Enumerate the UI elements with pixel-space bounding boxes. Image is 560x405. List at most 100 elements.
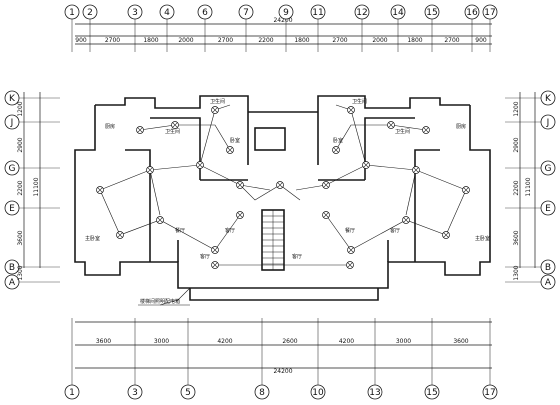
bottom-dim-value: 3000: [154, 338, 169, 345]
axis-bubble-left-B: B: [4, 259, 20, 275]
room-label: 卫生间: [395, 128, 410, 135]
axis-bubble-right-K: K: [540, 90, 556, 106]
axis-bubble-top-14: 14: [390, 4, 406, 20]
axis-bubble-bottom-3: 3: [127, 384, 143, 400]
light-fixture-icon: [346, 261, 354, 269]
svg-text:4: 4: [164, 8, 170, 18]
axis-bubble-bottom-10: 10: [310, 384, 326, 400]
svg-text:10: 10: [312, 388, 324, 398]
light-fixture-icon: [322, 181, 330, 189]
top-dim-value: 1800: [143, 37, 158, 44]
light-fixture-icon: [136, 126, 144, 134]
top-dim-value: 900: [75, 37, 87, 44]
room-label: 客厅: [292, 253, 302, 260]
axis-bubble-top-2: 2: [82, 4, 98, 20]
building-walls: [74, 95, 491, 301]
light-fixture-icon: [211, 261, 219, 269]
light-fixture-icon: [332, 146, 340, 154]
light-fixture-icon: [402, 216, 410, 224]
bottom-dim-value: 3000: [396, 338, 411, 345]
axis-bubble-right-J: J: [540, 114, 556, 130]
right-dim-value: 2200: [513, 180, 520, 195]
svg-text:17: 17: [484, 388, 495, 398]
light-fixture-icon: [146, 166, 154, 174]
room-label: 客厅: [200, 253, 210, 260]
axis-bubble-left-G: G: [4, 160, 20, 176]
top-total-dim: 24200: [273, 17, 292, 24]
axis-bubble-right-E: E: [540, 200, 556, 216]
axis-bubble-bottom-17: 17: [482, 384, 498, 400]
axis-bubble-top-4: 4: [159, 4, 175, 20]
room-labels: 厨房卫生间卫生间主卧室餐厅客厅卧室客厅餐厅卫生间卫生间厨房卧室主卧室客厅客厅: [85, 98, 490, 260]
top-dim-value: 2200: [258, 37, 273, 44]
svg-text:12: 12: [356, 8, 367, 18]
light-fixture-icon: [211, 246, 219, 254]
svg-text:J: J: [546, 118, 550, 128]
axis-bubble-top-6: 6: [197, 4, 213, 20]
top-dim-value: 2700: [105, 37, 120, 44]
bottom-dim-value: 4200: [217, 338, 232, 345]
light-fixture-icon: [442, 231, 450, 239]
top-dim-value: 2000: [372, 37, 387, 44]
svg-text:3: 3: [132, 388, 138, 398]
top-dim-value: 2700: [218, 37, 233, 44]
svg-text:1: 1: [69, 8, 75, 18]
axis-bubble-top-16: 16: [464, 4, 480, 20]
room-label: 卫生间: [352, 98, 367, 105]
light-fixture-icon: [116, 231, 124, 239]
svg-text:15: 15: [426, 8, 437, 18]
left-total-dim: 11100: [33, 177, 40, 196]
left-dim-value: 1300: [17, 265, 24, 280]
axis-bubble-bottom-5: 5: [180, 384, 196, 400]
room-label: 主卧室: [475, 235, 490, 242]
room-label: 卧室: [230, 137, 240, 144]
light-fixture-icon: [96, 186, 104, 194]
light-fixture-icon: [236, 211, 244, 219]
svg-text:A: A: [9, 278, 16, 288]
top-dimension-chains: [75, 23, 492, 45]
svg-text:B: B: [9, 263, 15, 273]
right-dim-value: 1200: [513, 101, 520, 116]
right-dim-value: 3600: [513, 230, 520, 245]
svg-text:2: 2: [87, 8, 93, 18]
room-label: 餐厅: [345, 227, 355, 234]
room-label: 厨房: [456, 123, 466, 130]
top-dim-value: 1800: [407, 37, 422, 44]
axis-bubble-bottom-1: 1: [64, 384, 80, 400]
light-fixture-icon: [211, 106, 219, 114]
svg-text:13: 13: [369, 388, 380, 398]
axis-bubble-bottom-15: 15: [424, 384, 440, 400]
axis-bubble-right-B: B: [540, 259, 556, 275]
svg-text:J: J: [10, 118, 14, 128]
light-fixture-icon: [387, 121, 395, 129]
light-fixture-icon: [171, 121, 179, 129]
axis-bubble-top-17: 17: [482, 4, 498, 20]
axis-bubble-left-A: A: [4, 274, 20, 290]
bottom-dimension-chains: [75, 321, 492, 369]
panel-note: 楼梯间照明配电箱: [140, 298, 180, 305]
axis-bubble-top-15: 15: [424, 4, 440, 20]
svg-text:G: G: [9, 164, 16, 174]
room-label: 厨房: [105, 123, 115, 130]
bottom-total-dim: 24200: [273, 368, 292, 375]
axis-bubble-right-A: A: [540, 274, 556, 290]
top-dim-value: 2000: [178, 37, 193, 44]
light-fixture-icon: [347, 106, 355, 114]
svg-text:K: K: [9, 94, 16, 104]
svg-text:A: A: [545, 278, 552, 288]
room-label: 卧室: [333, 137, 343, 144]
axis-bubble-top-1: 1: [64, 4, 80, 20]
light-fixture-icon: [422, 126, 430, 134]
svg-text:B: B: [545, 263, 551, 273]
light-fixture-icon: [236, 181, 244, 189]
right-dim-value: 2900: [513, 137, 520, 152]
svg-text:3: 3: [132, 8, 138, 18]
axis-bubble-left-K: K: [4, 90, 20, 106]
svg-text:8: 8: [259, 388, 265, 398]
